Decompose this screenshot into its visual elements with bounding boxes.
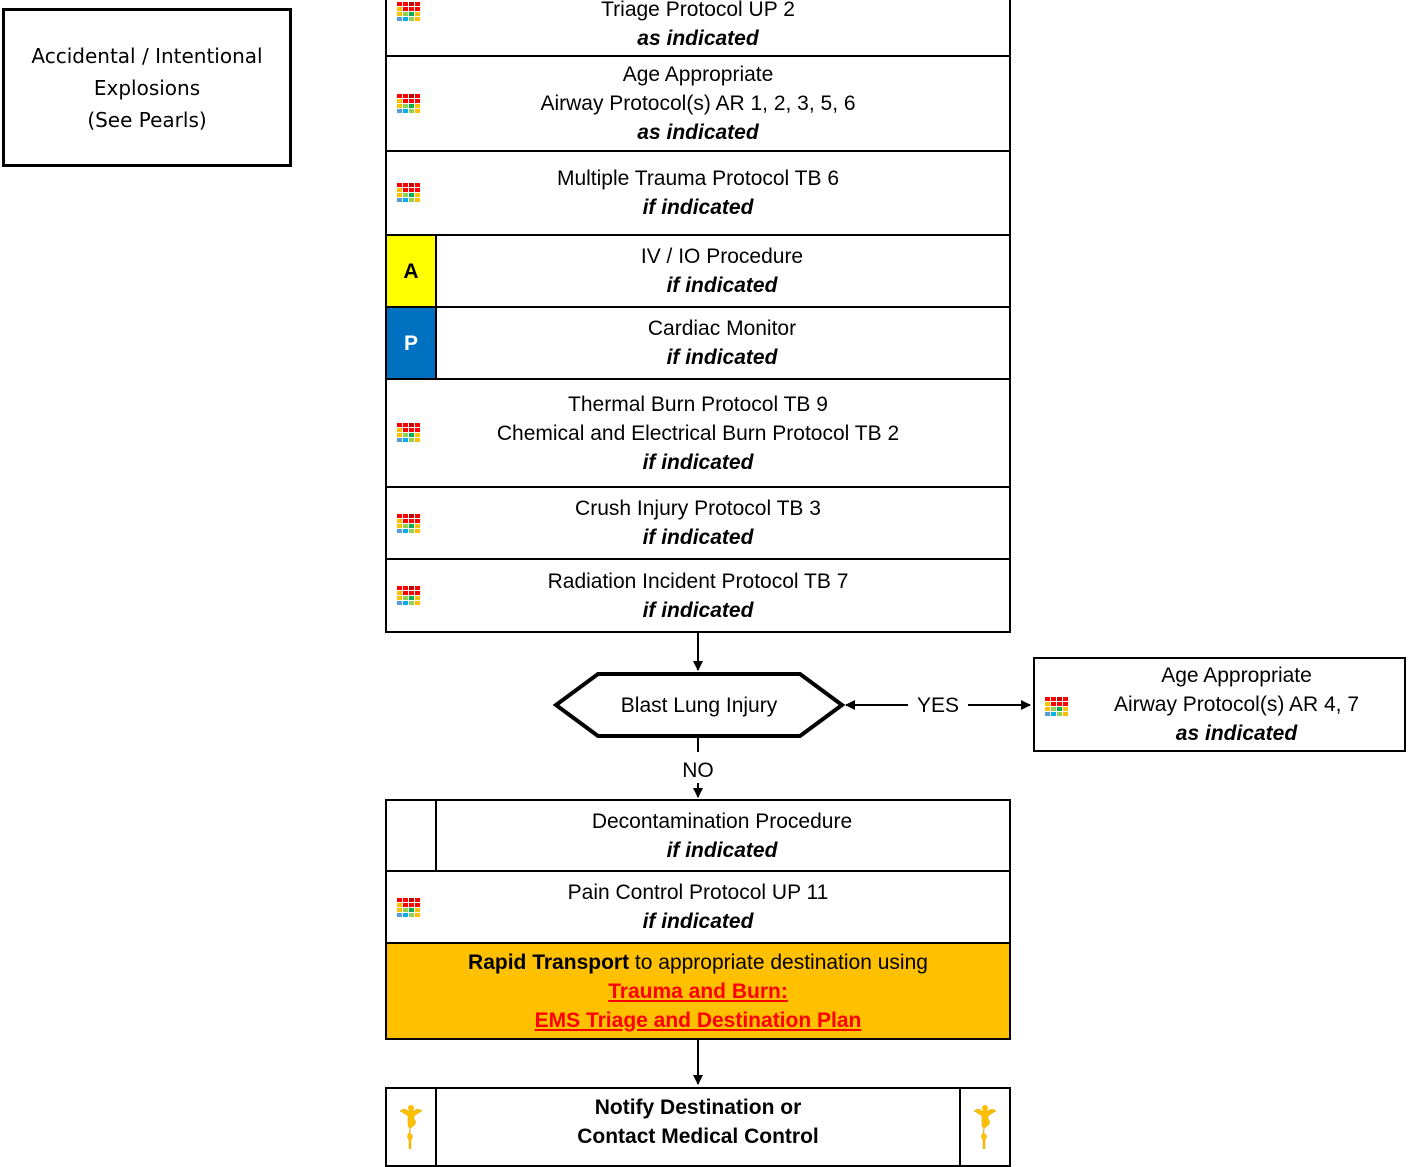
protocol-grid-icon [397, 514, 420, 534]
burn-row[interactable]: Thermal Burn Protocol TB 9 Chemical and … [385, 380, 1011, 488]
protocol-grid-icon [397, 898, 420, 918]
radiation-title: Radiation Incident Protocol TB 7 [547, 569, 849, 593]
notify-line-2: Contact Medical Control [577, 1125, 819, 1148]
burn-line-2: Chemical and Electrical Burn Protocol TB… [496, 421, 900, 445]
cardiac-title: Cardiac Monitor [647, 317, 797, 340]
transport-rest: to appropriate destination using [629, 950, 928, 974]
decision-hexagon [552, 672, 846, 738]
triage-row[interactable]: Triage Protocol UP 2 as indicated [385, 0, 1011, 57]
yes-label: YES [916, 693, 960, 717]
cardiac-qualifier: if indicated [666, 346, 778, 369]
airway-line-2: Airway Protocol(s) AR 1, 2, 3, 5, 6 [540, 92, 856, 115]
protocol-grid-icon [397, 423, 420, 443]
pain-qualifier: if indicated [642, 910, 754, 933]
trauma-burn-link[interactable]: Trauma and Burn: [608, 979, 788, 1003]
crush-row[interactable]: Crush Injury Protocol TB 3 if indicated [385, 488, 1011, 560]
multiple-trauma-qualifier: if indicated [642, 196, 754, 219]
level-a-badge: A [387, 236, 437, 306]
crush-title: Crush Injury Protocol TB 3 [575, 497, 821, 520]
crush-qualifier: if indicated [642, 526, 754, 549]
radiation-row[interactable]: Radiation Incident Protocol TB 7 if indi… [385, 560, 1011, 633]
airway-line-1: Age Appropriate [622, 63, 774, 86]
decon-title: Decontamination Procedure [591, 809, 853, 833]
iv-io-row[interactable]: A IV / IO Procedure if indicated [385, 236, 1011, 308]
decision-label: Blast Lung Injury [620, 693, 778, 717]
pain-title: Pain Control Protocol UP 11 [567, 881, 829, 904]
notify-line-1: Notify Destination or [594, 1096, 802, 1119]
transport-line: Rapid Transport to appropriate destinati… [468, 948, 928, 977]
transport-bold: Rapid Transport [468, 950, 630, 974]
protocol-grid-icon [397, 94, 420, 114]
triage-qualifier: as indicated [637, 26, 759, 50]
airway-row[interactable]: Age Appropriate Airway Protocol(s) AR 1,… [385, 57, 1011, 152]
level-p-badge: P [387, 308, 437, 378]
transport-row: Rapid Transport to appropriate destinati… [385, 944, 1011, 1040]
burn-qualifier: if indicated [642, 450, 754, 474]
multiple-trauma-title: Multiple Trauma Protocol TB 6 [556, 167, 840, 190]
cardiac-row[interactable]: P Cardiac Monitor if indicated [385, 308, 1011, 380]
yes-airway-line-2: Airway Protocol(s) AR 4, 7 [1113, 693, 1360, 716]
no-label: NO [682, 758, 714, 782]
protocol-grid-icon [397, 183, 420, 203]
yes-airway-box[interactable]: Age Appropriate Airway Protocol(s) AR 4,… [1033, 657, 1406, 752]
multiple-trauma-row[interactable]: Multiple Trauma Protocol TB 6 if indicat… [385, 152, 1011, 236]
side-note-box: Accidental / Intentional Explosions (See… [2, 8, 292, 167]
airway-qualifier: as indicated [637, 121, 759, 144]
decon-row[interactable]: Decontamination Procedure if indicated [385, 799, 1011, 872]
protocol-grid-icon [1045, 697, 1068, 717]
protocol-grid-icon [397, 2, 420, 22]
iv-io-title: IV / IO Procedure [640, 245, 804, 268]
decon-qualifier: if indicated [666, 838, 778, 862]
caduceus-icon [387, 1089, 437, 1165]
yes-airway-qualifier: as indicated [1175, 722, 1298, 745]
protocol-grid-icon [397, 586, 420, 606]
side-note-line-1: Accidental / Intentional [31, 43, 263, 68]
side-note-line-3: (See Pearls) [87, 107, 207, 132]
triage-destination-plan-link[interactable]: EMS Triage and Destination Plan [534, 1008, 862, 1032]
yes-airway-line-1: Age Appropriate [1161, 664, 1312, 687]
iv-io-qualifier: if indicated [666, 274, 778, 297]
level-empty-badge [387, 801, 437, 870]
notify-box: Notify Destination or Contact Medical Co… [385, 1087, 1011, 1167]
triage-title: Triage Protocol UP 2 [601, 0, 795, 21]
pain-row[interactable]: Pain Control Protocol UP 11 if indicated [385, 872, 1011, 944]
caduceus-icon [959, 1089, 1009, 1165]
side-note-line-2: Explosions [93, 75, 201, 100]
burn-line-1: Thermal Burn Protocol TB 9 [568, 392, 828, 416]
radiation-qualifier: if indicated [642, 598, 754, 622]
